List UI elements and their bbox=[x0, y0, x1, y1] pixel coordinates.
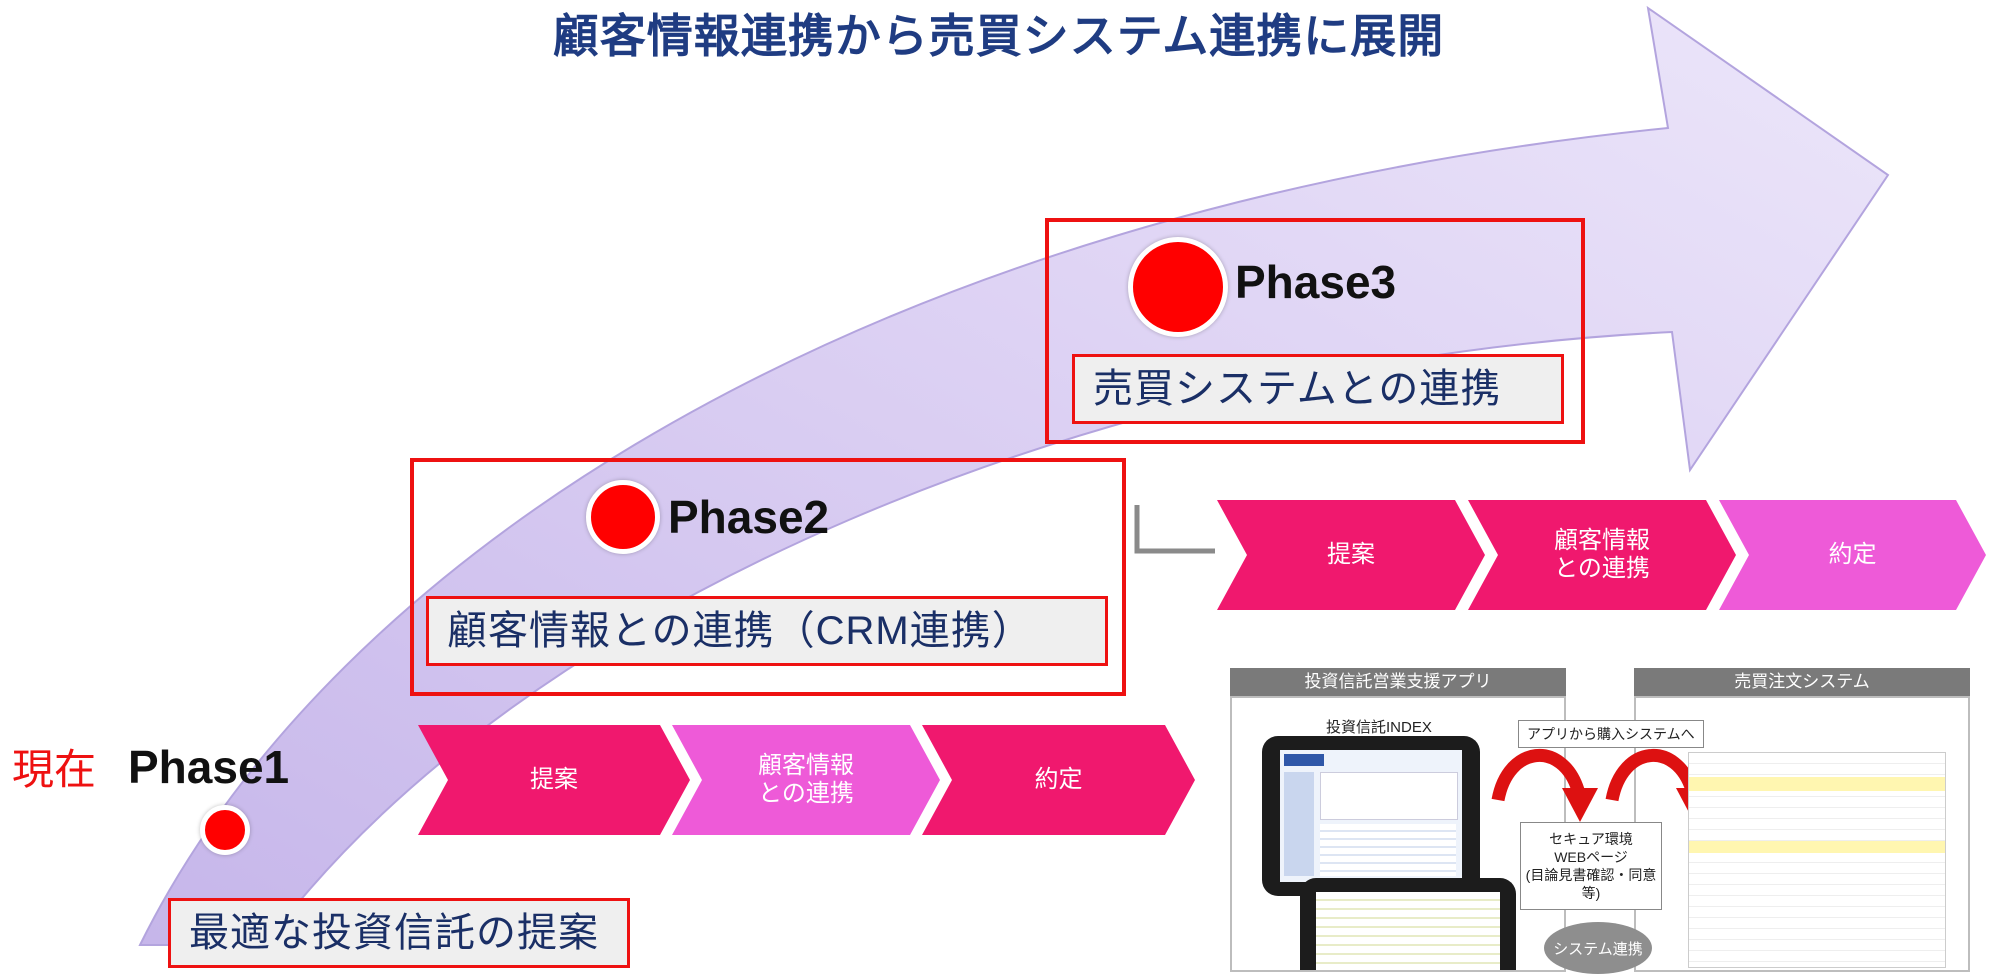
flow1-label-propose: 提案 bbox=[530, 766, 578, 794]
flow2-label-propose: 提案 bbox=[1327, 541, 1375, 569]
phase1-description: 最適な投資信託の提案 bbox=[168, 898, 630, 968]
now-label: 現在 bbox=[12, 746, 97, 793]
phase3-dot bbox=[1128, 237, 1228, 337]
order-form-highlight-2 bbox=[1689, 841, 1945, 853]
order-form-highlight bbox=[1689, 777, 1945, 791]
tablet-1-chart bbox=[1320, 772, 1458, 820]
flow2-step-crm bbox=[1468, 500, 1736, 610]
tablet-1-sidebar bbox=[1284, 772, 1314, 876]
curve-arrow-left-head bbox=[1562, 788, 1598, 822]
left-panel-title: 投資信託営業支援アプリ bbox=[1230, 668, 1566, 696]
tablet-1-screen bbox=[1280, 750, 1462, 882]
phase1-dot bbox=[200, 805, 250, 855]
flow1-step-propose bbox=[418, 725, 690, 835]
order-form bbox=[1688, 752, 1946, 968]
secure-box: セキュア環境 WEBページ (目論見書確認・同意等) bbox=[1520, 822, 1662, 910]
flow2-step-propose bbox=[1217, 500, 1485, 610]
tablet-2 bbox=[1300, 878, 1516, 970]
flow2-step-contract bbox=[1719, 500, 1986, 610]
tablet-1-header bbox=[1284, 754, 1324, 766]
curve-arrow-right bbox=[1605, 748, 1699, 802]
flow2-label-crm: 顧客情報 との連携 bbox=[1554, 527, 1650, 582]
flow2-label-contract: 約定 bbox=[1828, 541, 1877, 569]
system-link-badge: システム連携 bbox=[1544, 922, 1652, 974]
app-to-system-label: アプリから購入システムへ bbox=[1518, 720, 1704, 748]
phase2-box bbox=[410, 458, 1126, 696]
tablet-1 bbox=[1262, 736, 1480, 896]
phase3-box bbox=[1045, 218, 1585, 444]
phase2-description: 顧客情報との連携（CRM連携） bbox=[426, 596, 1108, 666]
phase2-dot bbox=[586, 480, 660, 554]
flow1-step-contract bbox=[922, 725, 1195, 835]
flow1-step-crm bbox=[672, 725, 940, 835]
flow1-label-crm: 顧客情報 との連携 bbox=[758, 752, 854, 807]
index-label: 投資信託INDEX bbox=[1326, 719, 1432, 736]
tablet-2-screen bbox=[1316, 892, 1500, 970]
phase1-label: Phase1 bbox=[128, 741, 290, 793]
right-panel-title: 売買注文システム bbox=[1634, 668, 1970, 696]
phase2-label: Phase2 bbox=[668, 491, 830, 543]
tablet-1-table bbox=[1320, 824, 1456, 876]
phase3-description: 売買システムとの連携 bbox=[1072, 354, 1564, 424]
curve-arrow-left bbox=[1491, 748, 1585, 802]
page-title: 顧客情報連携から売買システム連携に展開 bbox=[552, 10, 1445, 62]
flow1-label-contract: 約定 bbox=[1034, 766, 1083, 794]
phase3-label: Phase3 bbox=[1235, 256, 1397, 308]
